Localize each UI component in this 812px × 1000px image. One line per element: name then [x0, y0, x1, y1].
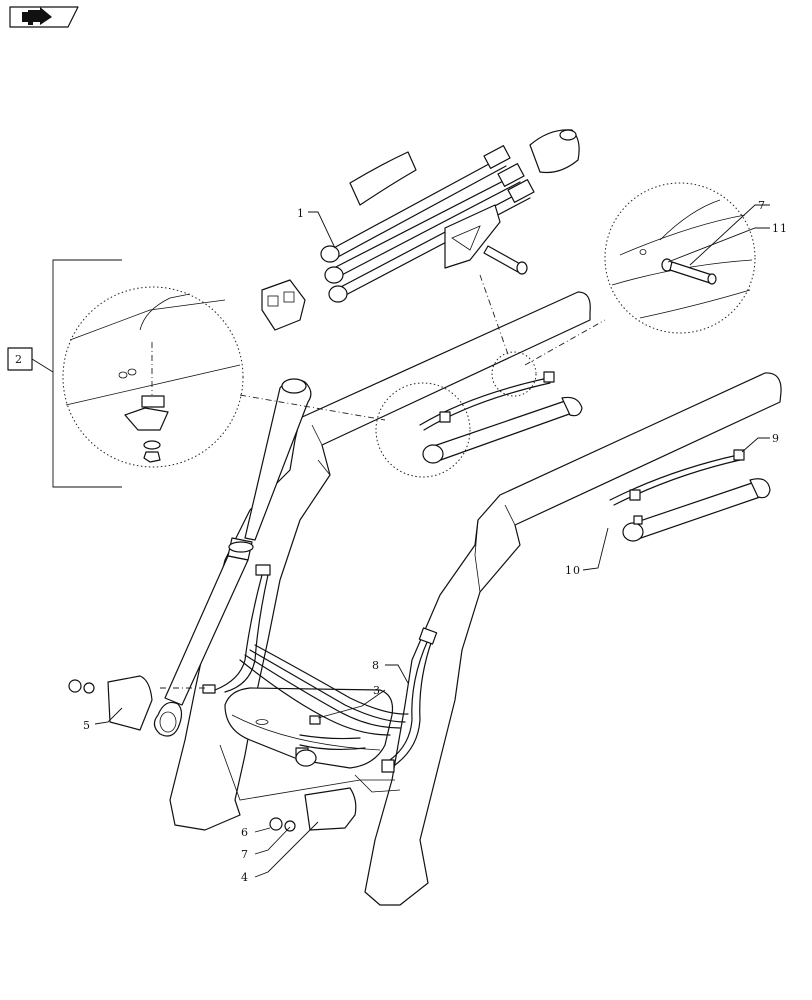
callout-6: 6 [241, 826, 249, 839]
callout-4: 4 [241, 871, 249, 884]
loader-frame [169, 291, 782, 906]
reference-lines [160, 274, 606, 689]
detail-circle-small [491, 351, 537, 397]
detail-circle-center [375, 382, 471, 478]
item-2-bracket [7, 259, 122, 488]
detail-circle-right [604, 182, 756, 334]
hydraulic-lines [202, 564, 438, 773]
guard-plate-4 [269, 787, 357, 832]
callout-7-lower: 7 [241, 848, 249, 861]
lift-cylinder [153, 378, 312, 737]
hose-kit [261, 129, 580, 331]
callout-11: 11 [772, 222, 788, 235]
tilt-cylinder-right [609, 449, 771, 542]
callout-2: 2 [15, 353, 23, 366]
detail-circle-left [62, 286, 244, 468]
next-page-arrow-icon[interactable] [9, 6, 79, 28]
callout-5: 5 [83, 719, 91, 732]
callout-3: 3 [373, 684, 381, 697]
callout-10: 10 [565, 564, 581, 577]
callout-leaders [94, 204, 770, 878]
callout-7-right: 7 [758, 199, 766, 212]
callout-8: 8 [372, 659, 380, 672]
callout-1: 1 [297, 207, 305, 220]
guard-plate-5 [68, 675, 153, 731]
tilt-cylinder-left [419, 371, 583, 464]
callout-9: 9 [772, 432, 780, 445]
